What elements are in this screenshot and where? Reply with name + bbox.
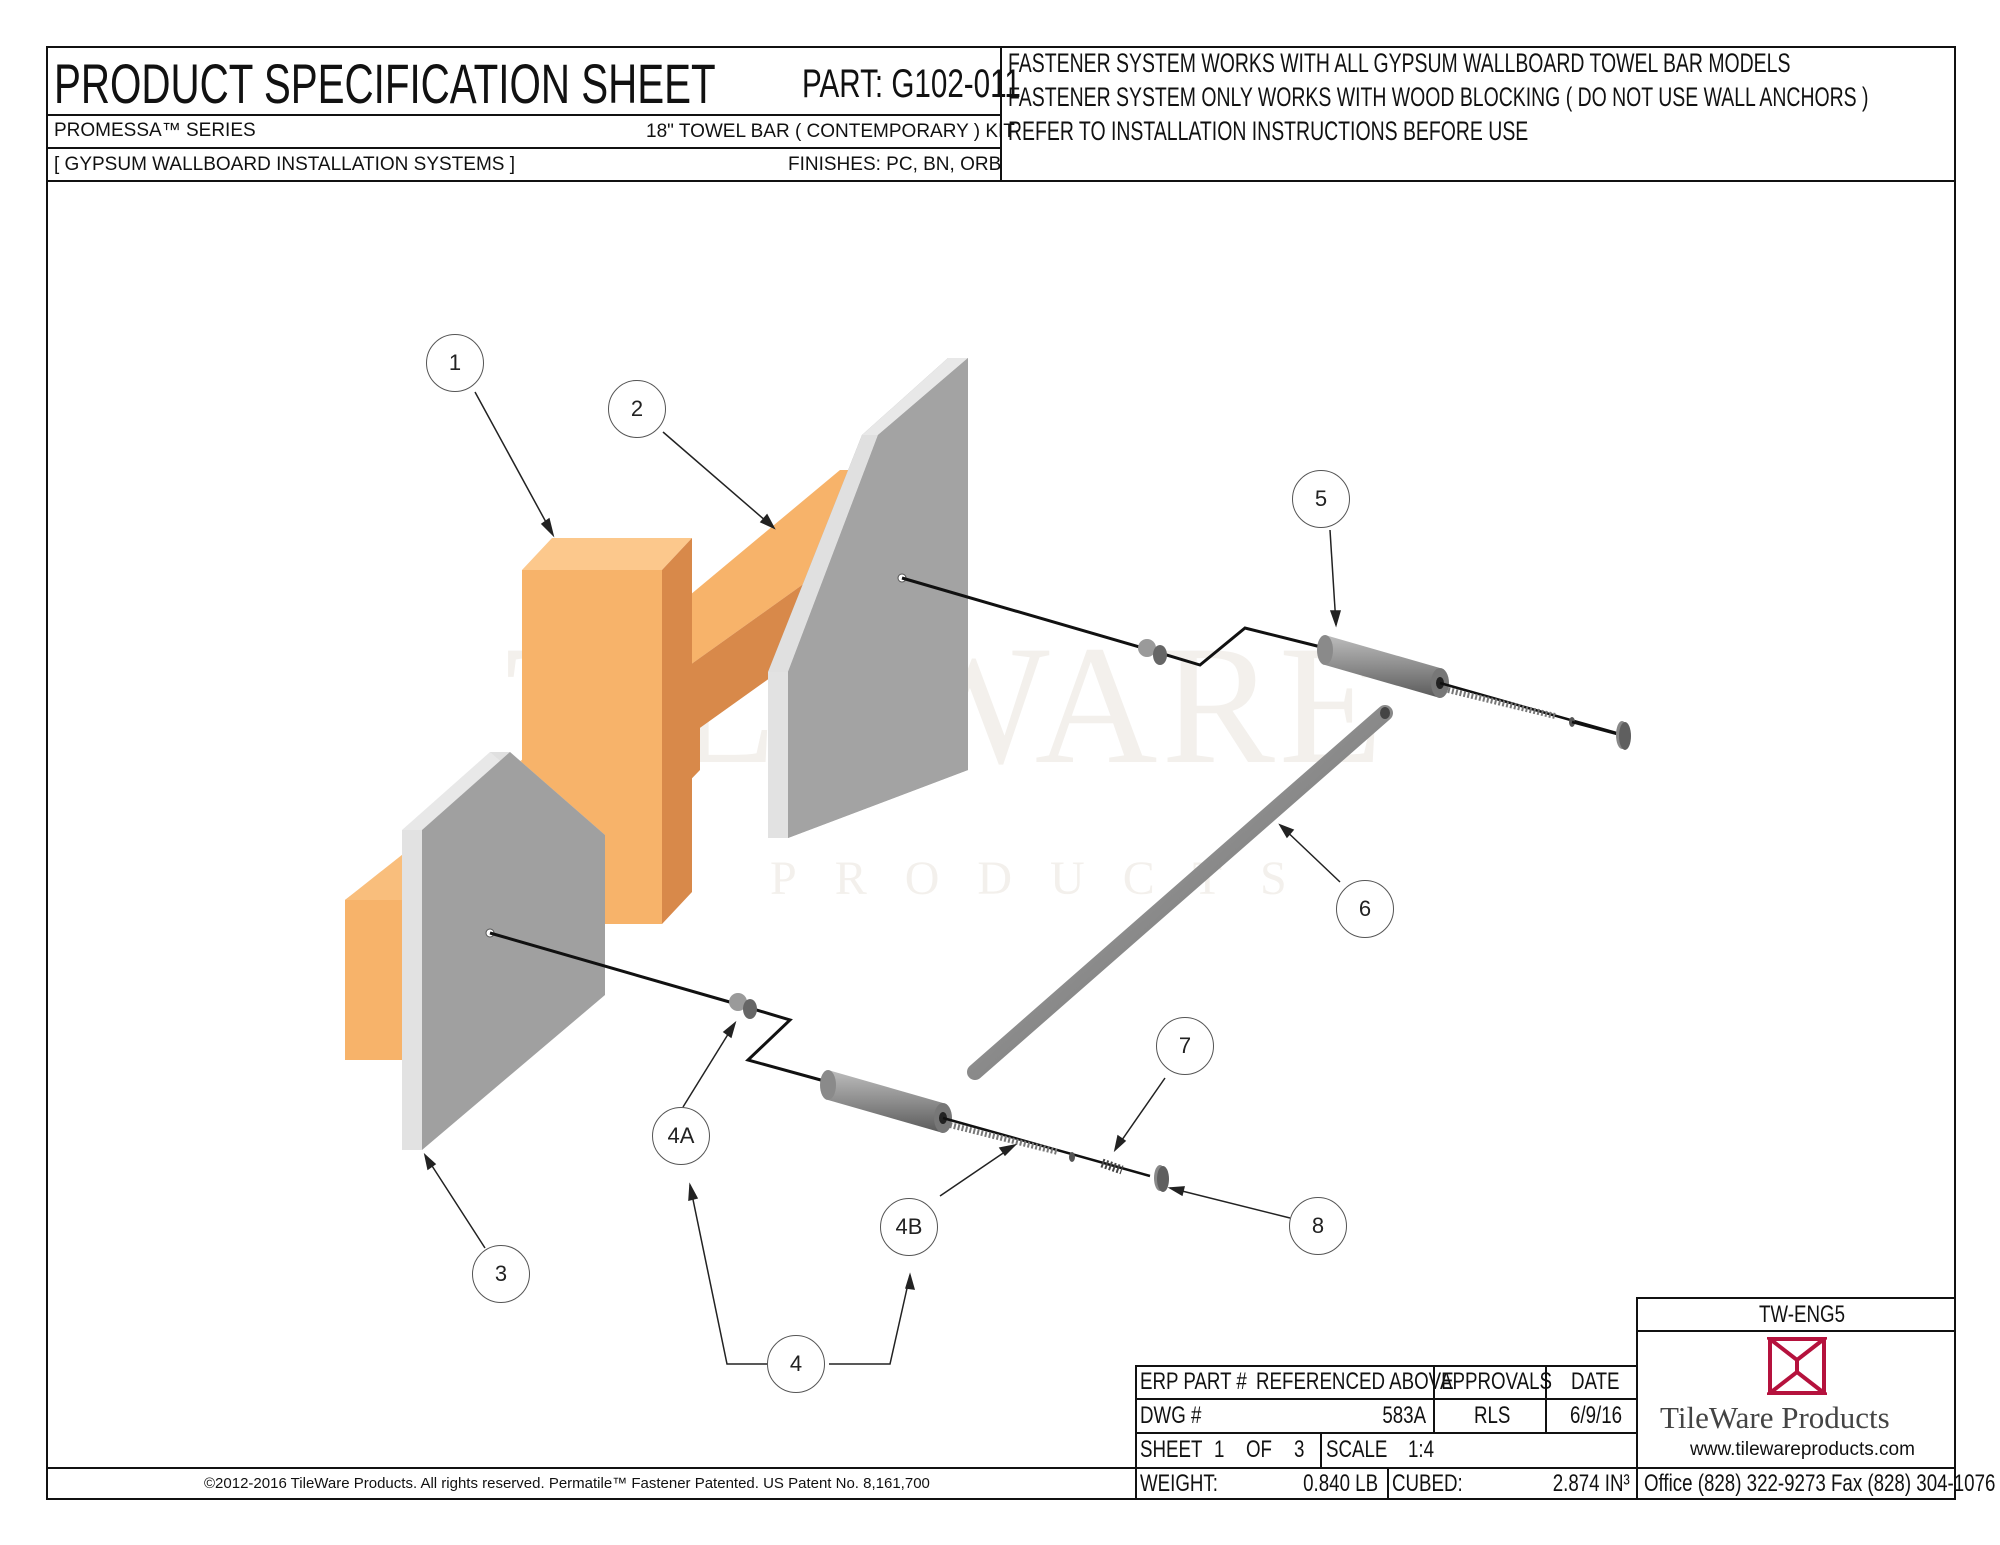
date-label: DATE xyxy=(1571,1368,1620,1395)
wallboard-panel-upper xyxy=(768,358,968,838)
series-name: PROMESSA™ SERIES xyxy=(54,120,256,141)
title-block-top xyxy=(1135,1365,1637,1367)
balloon-5: 5 xyxy=(1292,470,1350,528)
assembly-line-lower xyxy=(489,931,829,1084)
weight-value: 0.840 LB xyxy=(1303,1470,1378,1497)
towel-bar-rod xyxy=(967,705,1393,1080)
balloon-8: 8 xyxy=(1289,1197,1347,1255)
company-block-top xyxy=(1636,1297,1956,1299)
sheet-label: SHEET xyxy=(1140,1436,1203,1463)
post-lower xyxy=(820,1070,952,1133)
title-block-col-cubed xyxy=(1387,1467,1389,1500)
erp-part-label: ERP PART # xyxy=(1140,1368,1247,1395)
company-block-left xyxy=(1636,1297,1638,1500)
washer-upper xyxy=(1138,639,1167,665)
kit-name: 18" TOWEL BAR ( CONTEMPORARY ) KIT xyxy=(646,121,1015,142)
approver: RLS xyxy=(1474,1402,1511,1429)
approvals-label: APPROVALS xyxy=(1440,1368,1553,1395)
scale-value: 1:4 xyxy=(1408,1436,1435,1463)
series-row-divider xyxy=(46,147,1002,149)
note-3: REFER TO INSTALLATION INSTRUCTIONS BEFOR… xyxy=(1008,116,1529,146)
sheet-number: 1 xyxy=(1214,1436,1225,1463)
balloon-6: 6 xyxy=(1336,880,1394,938)
note-2: FASTENER SYSTEM ONLY WORKS WITH WOOD BLO… xyxy=(1008,82,1869,112)
balloon-7: 7 xyxy=(1156,1017,1214,1075)
title-block-row-2 xyxy=(1135,1432,1637,1434)
title-block-row-1 xyxy=(1135,1398,1637,1400)
header-divider xyxy=(46,180,1956,182)
leader-lines xyxy=(423,391,1341,1365)
washer-lower xyxy=(729,993,757,1019)
sheet-title: PRODUCT SPECIFICATION SHEET xyxy=(54,52,716,115)
wood-beam-end xyxy=(345,900,420,1060)
company-doc-code-line xyxy=(1636,1330,1956,1332)
note-1: FASTENER SYSTEM WORKS WITH ALL GYPSUM WA… xyxy=(1008,48,1791,78)
sheet-total: 3 xyxy=(1294,1436,1305,1463)
title-block-col-scale xyxy=(1320,1432,1322,1467)
erp-part-value: REFERENCED ABOVE xyxy=(1256,1368,1454,1395)
company-contact: Office (828) 322-9273 Fax (828) 304-1076 xyxy=(1644,1470,1996,1497)
balloon-3: 3 xyxy=(472,1245,530,1303)
title-row-divider xyxy=(46,114,1002,116)
copyright-notice: ©2012-2016 TileWare Products. All rights… xyxy=(204,1475,930,1492)
part-number: PART: G102-011 xyxy=(802,62,1021,106)
cubed-value: 2.874 IN³ xyxy=(1552,1470,1630,1497)
balloon-4: 4 xyxy=(767,1335,825,1393)
balloon-4b: 4B xyxy=(880,1198,938,1256)
wallboard-panel-lower xyxy=(402,752,605,1150)
of-label: OF xyxy=(1246,1436,1272,1463)
cubed-label: CUBED: xyxy=(1392,1470,1463,1497)
date-value: 6/9/16 xyxy=(1570,1402,1623,1429)
title-block-left xyxy=(1135,1365,1137,1500)
balloon-1: 1 xyxy=(426,334,484,392)
doc-code: TW-ENG5 xyxy=(1759,1301,1845,1328)
scale-label: SCALE xyxy=(1326,1436,1388,1463)
footer-top-line xyxy=(46,1467,1956,1469)
assembly-line-upper xyxy=(901,576,1326,667)
dwg-value: 583A xyxy=(1382,1402,1426,1429)
weight-label: WEIGHT: xyxy=(1140,1470,1218,1497)
finishes: FINISHES: PC, BN, ORB xyxy=(788,154,1002,175)
screw-assembly-lower xyxy=(942,1116,1169,1192)
company-name: TileWare Products xyxy=(1660,1400,1890,1435)
tileware-logo-icon xyxy=(1767,1337,1827,1395)
balloon-2: 2 xyxy=(608,380,666,438)
title-block-col-approvals xyxy=(1433,1365,1435,1432)
post-upper xyxy=(1317,635,1449,698)
company-url: www.tilewareproducts.com xyxy=(1690,1439,1915,1460)
header-vertical-divider xyxy=(1000,46,1002,181)
title-block-col-date xyxy=(1545,1365,1547,1432)
system-name: [ GYPSUM WALLBOARD INSTALLATION SYSTEMS … xyxy=(54,154,516,175)
dwg-label: DWG # xyxy=(1140,1402,1202,1429)
balloon-4a: 4A xyxy=(652,1107,710,1165)
screw-assembly-upper xyxy=(1439,681,1631,750)
